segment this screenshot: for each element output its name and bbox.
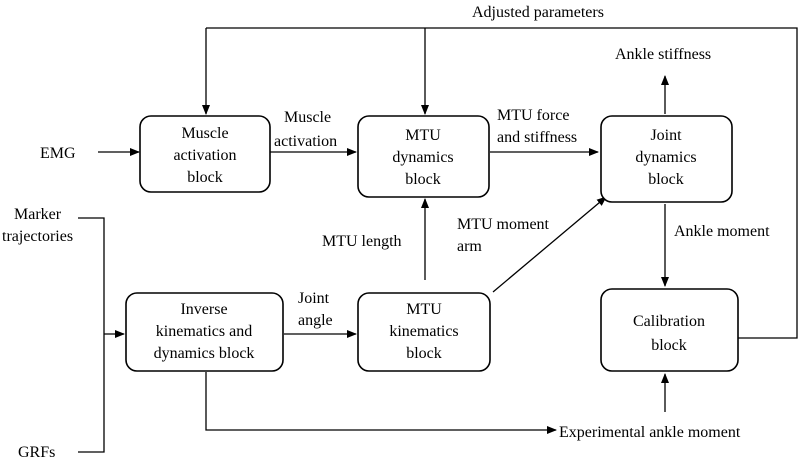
mtu-moment-arm-label-line-2: arm — [457, 238, 482, 255]
mtu-dynamics-block-line-1: MTU — [405, 127, 441, 144]
inverse-kinematics-block-line-2: kinematics and — [156, 323, 252, 340]
muscle-activation-edge-label-line-2: activation — [274, 133, 337, 150]
calibration-block-line-1: Calibration — [633, 313, 705, 330]
joint-angle-label-line-1: Joint — [298, 290, 330, 307]
muscle-activation-block-line-3: block — [187, 169, 223, 186]
joint-dynamics-block-line-2: dynamics — [635, 149, 696, 166]
experimental-ankle-moment-line — [205, 372, 557, 434]
ankle-stiffness-label: Ankle stiffness — [615, 46, 711, 63]
inverse-kinematics-block-line-3: dynamics block — [154, 345, 255, 362]
muscle-activation-block: Muscle activation block — [139, 115, 271, 193]
grfs-label: GRFs — [18, 444, 55, 460]
marker-trajectories-label-line-2: trajectories — [2, 228, 73, 245]
mtu-kinematics-block-line-2: kinematics — [389, 323, 458, 340]
muscle-activation-block-line-2: activation — [173, 147, 236, 164]
calibration-block-line-2: block — [651, 337, 687, 354]
experimental-ankle-moment-label: Experimental ankle moment — [559, 424, 741, 441]
mtu-length-label: MTU length — [322, 233, 402, 250]
mtu-force-stiffness-label-line-2: and stiffness — [497, 129, 577, 146]
mtu-kinematics-block-line-1: MTU — [406, 301, 442, 318]
mtu-moment-arm-label-line-1: MTU moment — [457, 216, 550, 233]
mtu-kinematics-block: MTU kinematics block — [357, 292, 491, 372]
joint-dynamics-block: Joint dynamics block — [600, 115, 733, 203]
mtu-moment-arm-arrow — [492, 196, 607, 293]
mtu-dynamics-block-line-2: dynamics — [392, 149, 453, 166]
joint-angle-label-line-2: angle — [298, 312, 333, 329]
ankle-moment-label: Ankle moment — [674, 223, 770, 240]
marker-trajectories-input-line — [78, 217, 105, 453]
mtu-kinematics-block-line-3: block — [406, 345, 442, 362]
marker-trajectories-label-line-1: Marker — [14, 206, 62, 223]
mtu-dynamics-block-line-3: block — [405, 171, 441, 188]
inverse-kinematics-block-line-1: Inverse — [180, 301, 227, 318]
inverse-kinematics-dynamics-block: Inverse kinematics and dynamics block — [125, 292, 284, 372]
adjusted-parameters-feedback-line — [206, 27, 798, 339]
joint-dynamics-block-line-1: Joint — [650, 127, 682, 144]
muscle-activation-block-line-1: Muscle — [181, 125, 228, 142]
emg-label: EMG — [40, 145, 76, 162]
mtu-force-stiffness-label-line-1: MTU force — [497, 107, 569, 124]
muscle-activation-edge-label-line-1: Muscle — [284, 109, 331, 126]
joint-dynamics-block-line-3: block — [648, 171, 684, 188]
adjusted-parameters-label: Adjusted parameters — [472, 4, 604, 21]
mtu-dynamics-block: MTU dynamics block — [357, 115, 490, 198]
calibration-block: Calibration block — [600, 288, 739, 372]
